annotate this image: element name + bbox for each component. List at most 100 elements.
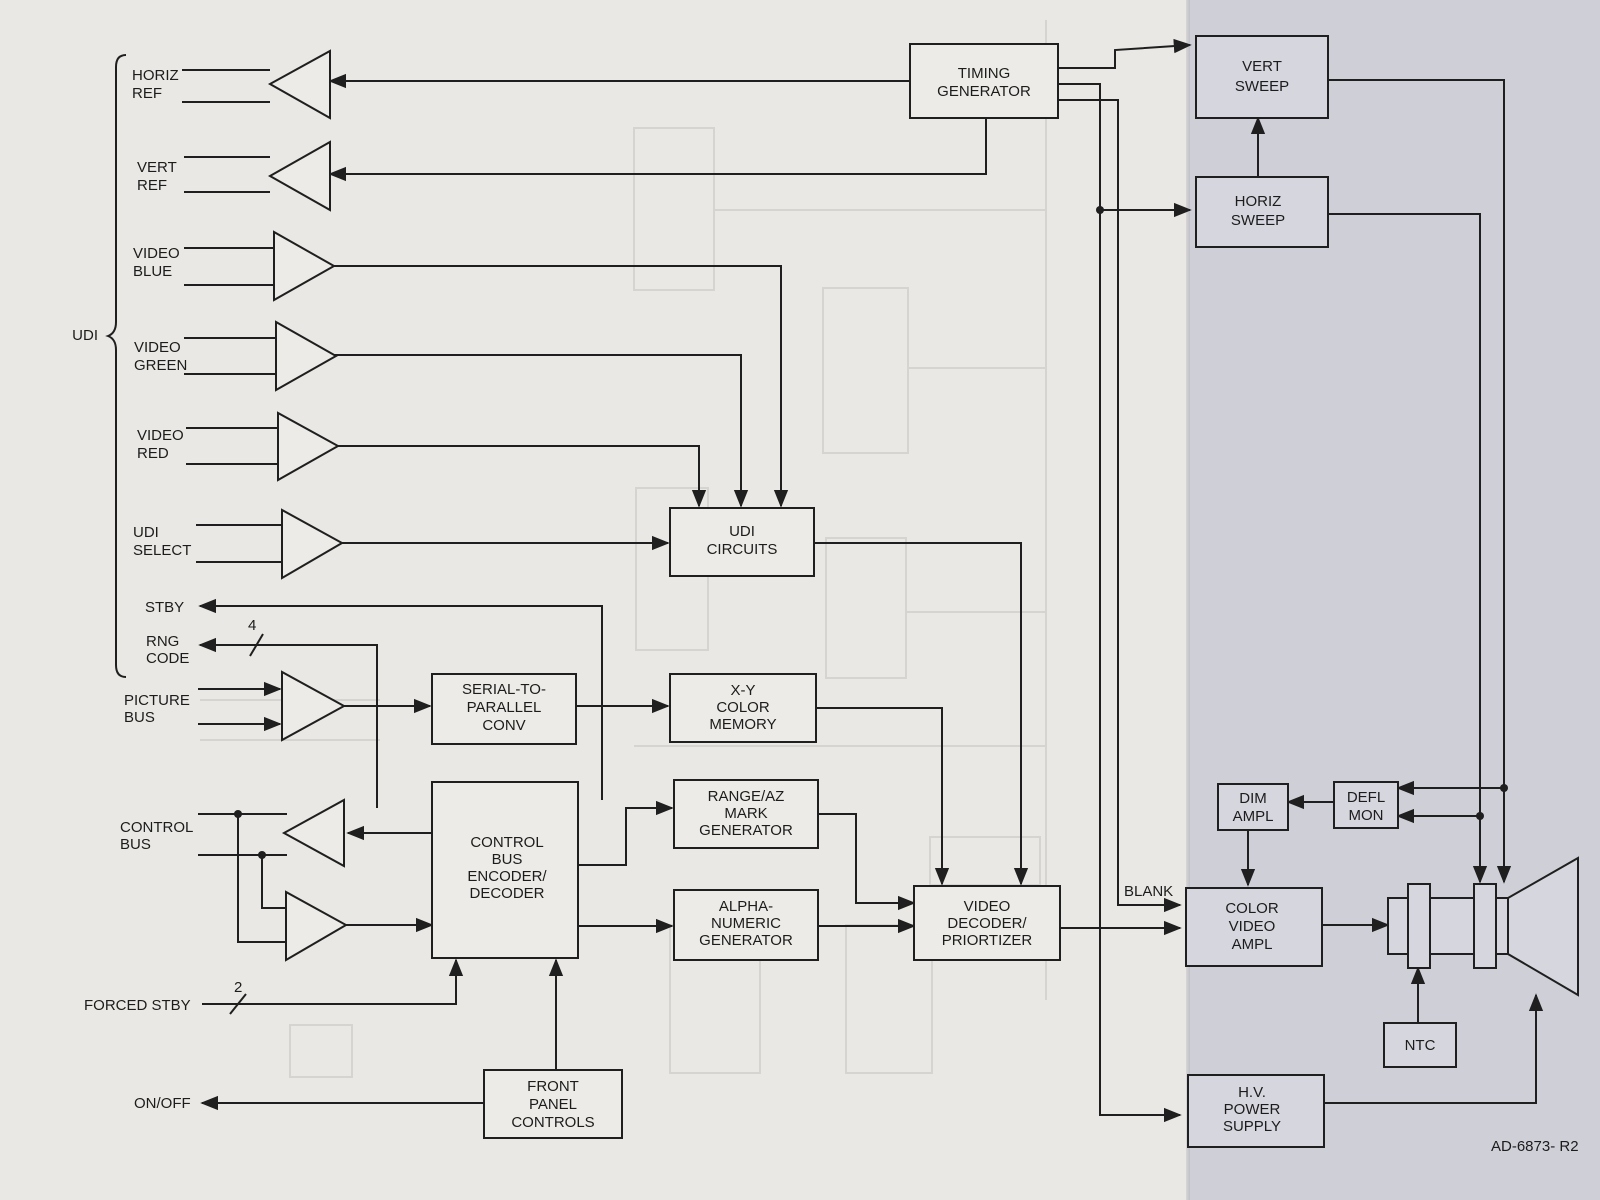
control-bus-label-1: CONTROL bbox=[120, 819, 193, 836]
udi-select-label-1: UDI bbox=[133, 524, 159, 541]
dim-ampl-line-1: DIM bbox=[1239, 790, 1267, 807]
range-az-line-2: MARK bbox=[724, 805, 767, 822]
control-bus-encoder-line-2: BUS bbox=[492, 851, 523, 868]
picture-bus-label-1: PICTURE bbox=[124, 692, 190, 709]
defl-mon-block: DEFL MON bbox=[1333, 781, 1399, 829]
video-blue-receiver-triangle bbox=[273, 230, 337, 302]
horiz-sweep-block: HORIZ SWEEP bbox=[1195, 176, 1329, 248]
range-az-line-1: RANGE/AZ bbox=[708, 788, 785, 805]
stby-label: STBY bbox=[145, 599, 184, 616]
xy-color-memory-block: X-Y COLOR MEMORY bbox=[669, 673, 817, 743]
figure-id: AD-6873- R2 bbox=[1491, 1138, 1579, 1155]
timing-generator-line-1: TIMING bbox=[958, 65, 1011, 82]
wires: 4 2 bbox=[182, 38, 1544, 1123]
control-bus-encoder-line-3: ENCODER/ bbox=[467, 868, 547, 885]
video-blue-label-1: VIDEO bbox=[133, 245, 180, 262]
video-green-label-2: GREEN bbox=[134, 357, 187, 374]
vert-sweep-line-2: SWEEP bbox=[1235, 78, 1289, 95]
vert-sweep-block: VERT SWEEP bbox=[1195, 35, 1329, 119]
hv-power-line-3: SUPPLY bbox=[1223, 1118, 1281, 1135]
video-decoder-line-3: PRIORTIZER bbox=[942, 932, 1033, 949]
horiz-sweep-line-1: HORIZ bbox=[1235, 193, 1282, 210]
serial-to-parallel-line-1: SERIAL-TO- bbox=[462, 681, 546, 698]
rng-code-label-1: RNG bbox=[146, 633, 179, 650]
udi-brace: UDI bbox=[72, 54, 127, 678]
forced-stby-label: FORCED STBY bbox=[84, 997, 191, 1014]
page-spine bbox=[1186, 0, 1190, 1200]
color-video-ampl-block: COLOR VIDEO AMPL bbox=[1185, 887, 1323, 967]
xy-color-memory-line-3: MEMORY bbox=[709, 716, 776, 733]
horiz-ref-label-1: HORIZ bbox=[132, 67, 179, 84]
color-video-ampl-line-2: VIDEO bbox=[1229, 918, 1276, 935]
video-red-receiver-triangle bbox=[277, 411, 341, 482]
ntc-block: NTC bbox=[1383, 1022, 1457, 1068]
blank-label: BLANK bbox=[1124, 883, 1173, 900]
front-panel-line-1: FRONT bbox=[527, 1078, 579, 1095]
video-decoder-line-1: VIDEO bbox=[964, 898, 1011, 915]
video-red-label-1: VIDEO bbox=[137, 427, 184, 444]
udi-circuits-line-2: CIRCUITS bbox=[707, 541, 778, 558]
front-panel-line-3: CONTROLS bbox=[511, 1114, 594, 1131]
rng-code-label-2: CODE bbox=[146, 650, 189, 667]
udi-circuits-block: UDI CIRCUITS bbox=[669, 507, 815, 577]
control-bus-driver-triangle bbox=[281, 798, 345, 868]
udi-select-receiver-triangle bbox=[281, 508, 345, 580]
video-green-receiver-triangle bbox=[275, 320, 339, 392]
amplifiers bbox=[267, 49, 349, 962]
vert-ref-label-2: REF bbox=[137, 177, 167, 194]
horiz-sweep-line-2: SWEEP bbox=[1231, 212, 1285, 229]
control-bus-receiver-triangle bbox=[285, 890, 349, 962]
xy-color-memory-line-1: X-Y bbox=[730, 682, 755, 699]
vert-ref-driver-triangle bbox=[267, 140, 331, 212]
dim-ampl-line-2: AMPL bbox=[1233, 808, 1274, 825]
rng-code-width: 4 bbox=[248, 617, 256, 634]
horiz-ref-driver-triangle bbox=[267, 49, 331, 120]
horiz-ref-label-2: REF bbox=[132, 85, 162, 102]
alpha-numeric-line-2: NUMERIC bbox=[711, 915, 781, 932]
serial-to-parallel-block: SERIAL-TO- PARALLEL CONV bbox=[431, 673, 577, 745]
dim-ampl-block: DIM AMPL bbox=[1217, 783, 1289, 831]
alpha-numeric-line-1: ALPHA- bbox=[719, 898, 773, 915]
vert-ref-label-1: VERT bbox=[137, 159, 177, 176]
front-panel-line-2: PANEL bbox=[529, 1096, 577, 1113]
xy-color-memory-line-2: COLOR bbox=[716, 699, 770, 716]
front-panel-block: FRONT PANEL CONTROLS bbox=[483, 1069, 623, 1139]
hv-power-line-1: H.V. bbox=[1238, 1084, 1266, 1101]
video-blue-label-2: BLUE bbox=[133, 263, 172, 280]
ntc-label: NTC bbox=[1405, 1037, 1436, 1054]
crt-tube-symbol bbox=[1387, 856, 1579, 997]
udi-label: UDI bbox=[72, 327, 98, 344]
control-bus-encoder-line-4: DECODER bbox=[469, 885, 544, 902]
picture-bus-receiver-triangle bbox=[281, 670, 347, 742]
forced-stby-width: 2 bbox=[234, 979, 242, 996]
color-video-ampl-line-1: COLOR bbox=[1225, 900, 1279, 917]
timing-generator-block: TIMING GENERATOR bbox=[909, 43, 1059, 119]
color-video-ampl-line-3: AMPL bbox=[1232, 936, 1273, 953]
video-decoder-block: VIDEO DECODER/ PRIORTIZER bbox=[913, 885, 1061, 961]
control-bus-encoder-line-1: CONTROL bbox=[470, 834, 543, 851]
hv-power-line-2: POWER bbox=[1224, 1101, 1281, 1118]
range-az-line-3: GENERATOR bbox=[699, 822, 793, 839]
defl-mon-line-2: MON bbox=[1349, 807, 1384, 824]
control-bus-encoder-block: CONTROL BUS ENCODER/ DECODER bbox=[431, 781, 579, 959]
alpha-numeric-block: ALPHA- NUMERIC GENERATOR bbox=[673, 889, 819, 961]
alpha-numeric-line-3: GENERATOR bbox=[699, 932, 793, 949]
signal-labels: HORIZ REF VERT REF VIDEO BLUE VIDEO GREE… bbox=[84, 67, 1579, 1155]
video-decoder-line-2: DECODER/ bbox=[947, 915, 1027, 932]
udi-select-label-2: SELECT bbox=[133, 542, 191, 559]
serial-to-parallel-line-3: CONV bbox=[482, 717, 525, 734]
range-az-mark-block: RANGE/AZ MARK GENERATOR bbox=[673, 779, 819, 849]
on-off-label: ON/OFF bbox=[134, 1095, 191, 1112]
hv-power-supply-block: H.V. POWER SUPPLY bbox=[1187, 1074, 1325, 1148]
picture-bus-label-2: BUS bbox=[124, 709, 155, 726]
serial-to-parallel-line-2: PARALLEL bbox=[467, 699, 542, 716]
timing-generator-line-2: GENERATOR bbox=[937, 83, 1031, 100]
video-red-label-2: RED bbox=[137, 445, 169, 462]
video-green-label-1: VIDEO bbox=[134, 339, 181, 356]
defl-mon-line-1: DEFL bbox=[1347, 789, 1385, 806]
control-bus-label-2: BUS bbox=[120, 836, 151, 853]
udi-circuits-line-1: UDI bbox=[729, 523, 755, 540]
vert-sweep-line-1: VERT bbox=[1242, 58, 1282, 75]
